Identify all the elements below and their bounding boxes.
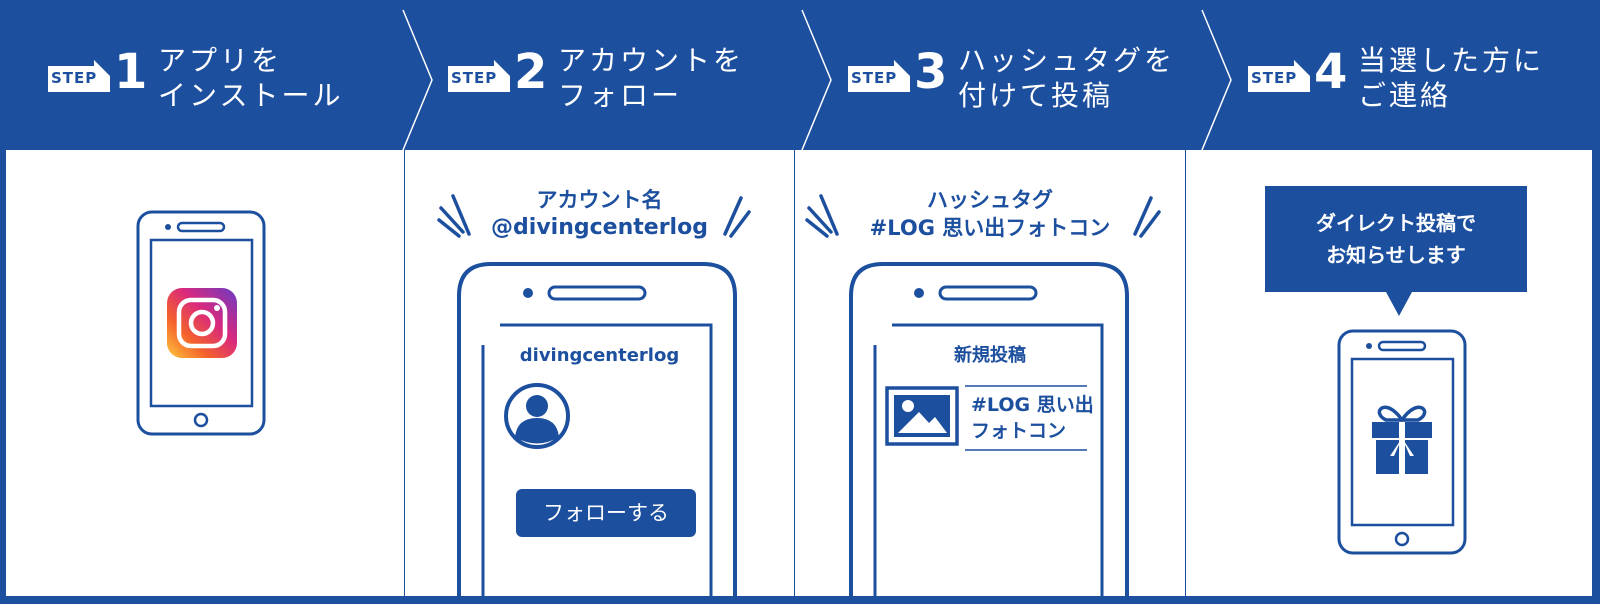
step-1-tag: STEP (48, 60, 110, 92)
notification-line2: お知らせします (1326, 243, 1466, 267)
new-post-title: 新規投稿 (954, 345, 1026, 366)
step-3-number: 3 (914, 44, 948, 100)
step-arrow-icon (48, 60, 110, 92)
step-4-title: 当選した方に ご連絡 (1358, 43, 1544, 113)
step-4-tag-label: STEP (1251, 69, 1298, 87)
step-4-title-line2: ご連絡 (1358, 79, 1452, 112)
step-3-title-line2: 付けて投稿 (958, 79, 1114, 112)
step-1-title-line1: アプリを (158, 44, 283, 77)
steps-header: STEP 1 アプリを インストール STEP 2 アカウントを フォロー (0, 0, 1600, 150)
user-avatar-icon (504, 383, 570, 449)
post-caption-line1: #LOG 思い出 (971, 394, 1094, 416)
account-handle: @divingcenterlog (491, 215, 708, 240)
step-3-tag: STEP (848, 60, 910, 92)
emphasis-lines-right (723, 196, 751, 238)
step-1-title-line2: インストール (158, 79, 344, 112)
account-name-label: アカウント名 (536, 188, 663, 212)
step-4-title-line1: 当選した方に (1358, 44, 1545, 77)
step-2-tag-label: STEP (451, 69, 498, 87)
speech-bubble (1265, 186, 1527, 316)
step-4-header: STEP 4 当選した方に ご連絡 (1200, 0, 1600, 150)
step-2-number: 2 (514, 44, 548, 100)
step-2-illustration (437, 194, 751, 596)
instagram-icon (167, 288, 237, 358)
image-icon (885, 386, 959, 446)
profile-name: divingcenterlog (519, 345, 680, 366)
step-3-tag-label: STEP (851, 69, 898, 87)
header-chevron-dividers (0, 0, 1600, 150)
step-3-panel: ハッシュタグ #LOG 思い出フォトコン 新規投稿 #LOG 思い出 フォトコン (795, 150, 1185, 596)
notification-line1: ダイレクト投稿で (1316, 211, 1476, 235)
post-caption: #LOG 思い出 フォトコン (971, 392, 1094, 444)
emphasis-lines-left (805, 194, 839, 238)
step-1-panel (6, 150, 404, 596)
step-3-title-line1: ハッシュタグを (958, 44, 1176, 77)
emphasis-lines-left (437, 194, 471, 238)
step-1-tag-label: STEP (51, 69, 98, 87)
step-4-illustration (1265, 186, 1527, 555)
step-4-panel: ダイレクト投稿で お知らせします (1186, 150, 1592, 596)
step-2-tag: STEP (448, 60, 510, 92)
smartphone-icon (136, 210, 266, 436)
step-arrow-icon (1248, 60, 1310, 92)
step-4-number: 4 (1314, 44, 1348, 100)
hashtag-label: ハッシュタグ (927, 188, 1053, 212)
follow-button[interactable]: フォローする (516, 489, 696, 537)
hashtag-value: #LOG 思い出フォトコン (869, 216, 1111, 240)
step-1-header: STEP 1 アプリを インストール (0, 0, 400, 150)
emphasis-lines-right (1133, 196, 1161, 238)
step-3-title: ハッシュタグを 付けて投稿 (958, 43, 1175, 113)
gift-icon (1372, 405, 1432, 474)
step-arrow-icon (848, 60, 910, 92)
notification-message: ダイレクト投稿で お知らせします (1265, 207, 1527, 271)
post-caption-line2: フォトコン (971, 420, 1067, 442)
step-2-title: アカウントを フォロー (558, 43, 744, 113)
step-arrow-icon (448, 60, 510, 92)
step-3-illustration (805, 194, 1161, 596)
step-2-panel: アカウント名 @divingcenterlog divingcenterlog … (405, 150, 794, 596)
step-2-title-line2: フォロー (558, 79, 683, 112)
step-1-number: 1 (114, 44, 148, 100)
step-2-header: STEP 2 アカウントを フォロー (400, 0, 800, 150)
step-4-tag: STEP (1248, 60, 1310, 92)
step-3-header: STEP 3 ハッシュタグを 付けて投稿 (800, 0, 1200, 150)
step-1-title: アプリを インストール (158, 43, 343, 113)
step-2-title-line1: アカウントを (558, 44, 745, 77)
